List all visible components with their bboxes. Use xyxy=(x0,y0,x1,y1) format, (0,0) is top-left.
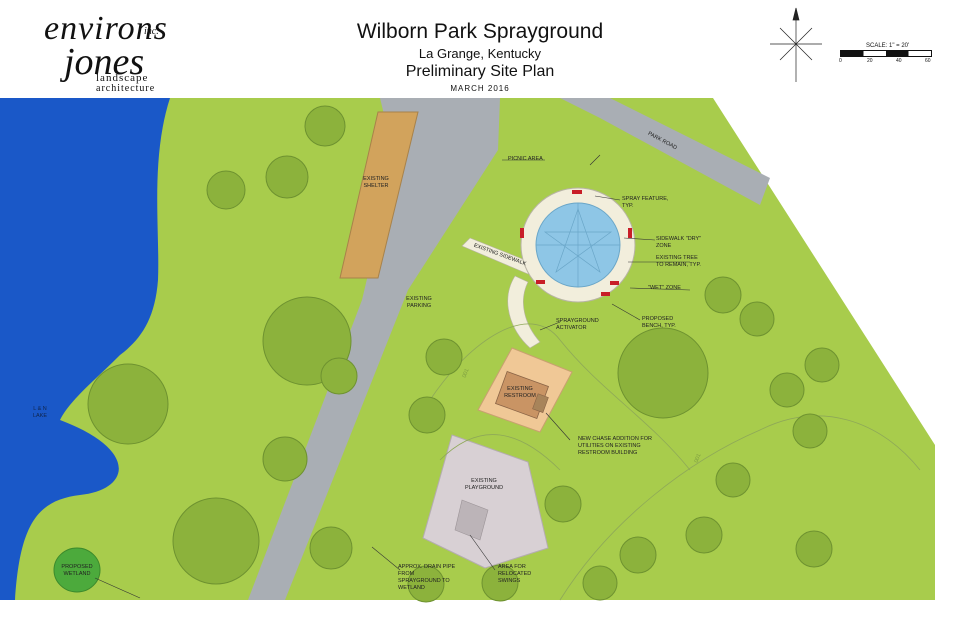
north-arrow-icon xyxy=(770,7,822,82)
plan-date: MARCH 2016 xyxy=(450,84,510,93)
label-drain-pipe: APPROX. DRAIN PIPE FROM SPRAYGROUND TO W… xyxy=(398,564,456,591)
page-title: Wilborn Park Sprayground xyxy=(356,20,604,43)
label-lake: L & N LAKE xyxy=(32,406,48,419)
label-sprayground-activator: SPRAYGROUND ACTIVATOR xyxy=(556,318,599,331)
parking-road xyxy=(248,98,500,600)
playground-area xyxy=(422,434,549,569)
logo-inc: inc. xyxy=(144,26,159,37)
park-road xyxy=(560,98,770,205)
scale-label: SCALE: 1" = 20' xyxy=(866,43,910,49)
proposed-wetland-shape xyxy=(53,547,101,593)
lawn-area xyxy=(0,98,935,600)
label-proposed-wetland: PROPOSED WETLAND xyxy=(61,564,93,577)
activator-path xyxy=(507,275,541,349)
scale-tick: 60 xyxy=(925,58,931,64)
logo-line-architecture: architecture xyxy=(96,83,156,94)
label-proposed-bench: PROPOSED BENCH, TYP. xyxy=(642,316,676,329)
label-existing-restroom: EXISTING RESTROOM xyxy=(504,386,536,399)
label-relocated-swings: AREA FOR RELOCATED SWINGS xyxy=(498,564,532,584)
existing-shelter-shape xyxy=(339,111,419,279)
scale-bar xyxy=(840,50,932,57)
label-new-chase: NEW CHASE ADDITION FOR UTILITIES ON EXIS… xyxy=(578,436,652,456)
scale-tick: 0 xyxy=(839,58,842,64)
logo-line-environs: environs xyxy=(44,10,168,47)
contour-lines xyxy=(429,323,921,601)
label-wet-zone: "WET" ZONE xyxy=(648,285,681,291)
chase-addition xyxy=(532,393,549,413)
firm-logo: environs inc. jones landscape architectu… xyxy=(40,10,180,94)
logo-line-landscape: landscape xyxy=(96,72,149,84)
label-existing-playground: EXISTING PLAYGROUND xyxy=(464,478,504,491)
leader-lines xyxy=(94,154,691,599)
label-picnic-area: PICNIC AREA xyxy=(508,156,543,162)
scale-tick: 40 xyxy=(896,58,902,64)
label-sidewalk-dry-zone: SIDEWALK "DRY" ZONE xyxy=(656,236,702,249)
plan-name: Preliminary Site Plan xyxy=(405,63,555,80)
trees xyxy=(87,105,840,603)
label-existing-shelter: EXISTING SHELTER xyxy=(363,176,389,189)
logo-line-jones: jones xyxy=(64,41,145,83)
location: La Grange, Kentucky xyxy=(418,46,542,61)
relocated-swings-area xyxy=(454,499,489,541)
title-block: environs inc. jones landscape architectu… xyxy=(0,0,960,98)
proposed-benches xyxy=(520,190,632,296)
label-spray-feature: SPRAY FEATURE, TYP. xyxy=(622,196,669,209)
label-existing-tree: EXISTING TREE TO REMAIN, TYP. xyxy=(656,255,701,268)
scale-tick: 20 xyxy=(867,58,873,64)
label-existing-parking: EXISTING PARKING xyxy=(406,296,432,309)
lake xyxy=(0,98,170,600)
spray-feature-pattern xyxy=(536,203,620,287)
